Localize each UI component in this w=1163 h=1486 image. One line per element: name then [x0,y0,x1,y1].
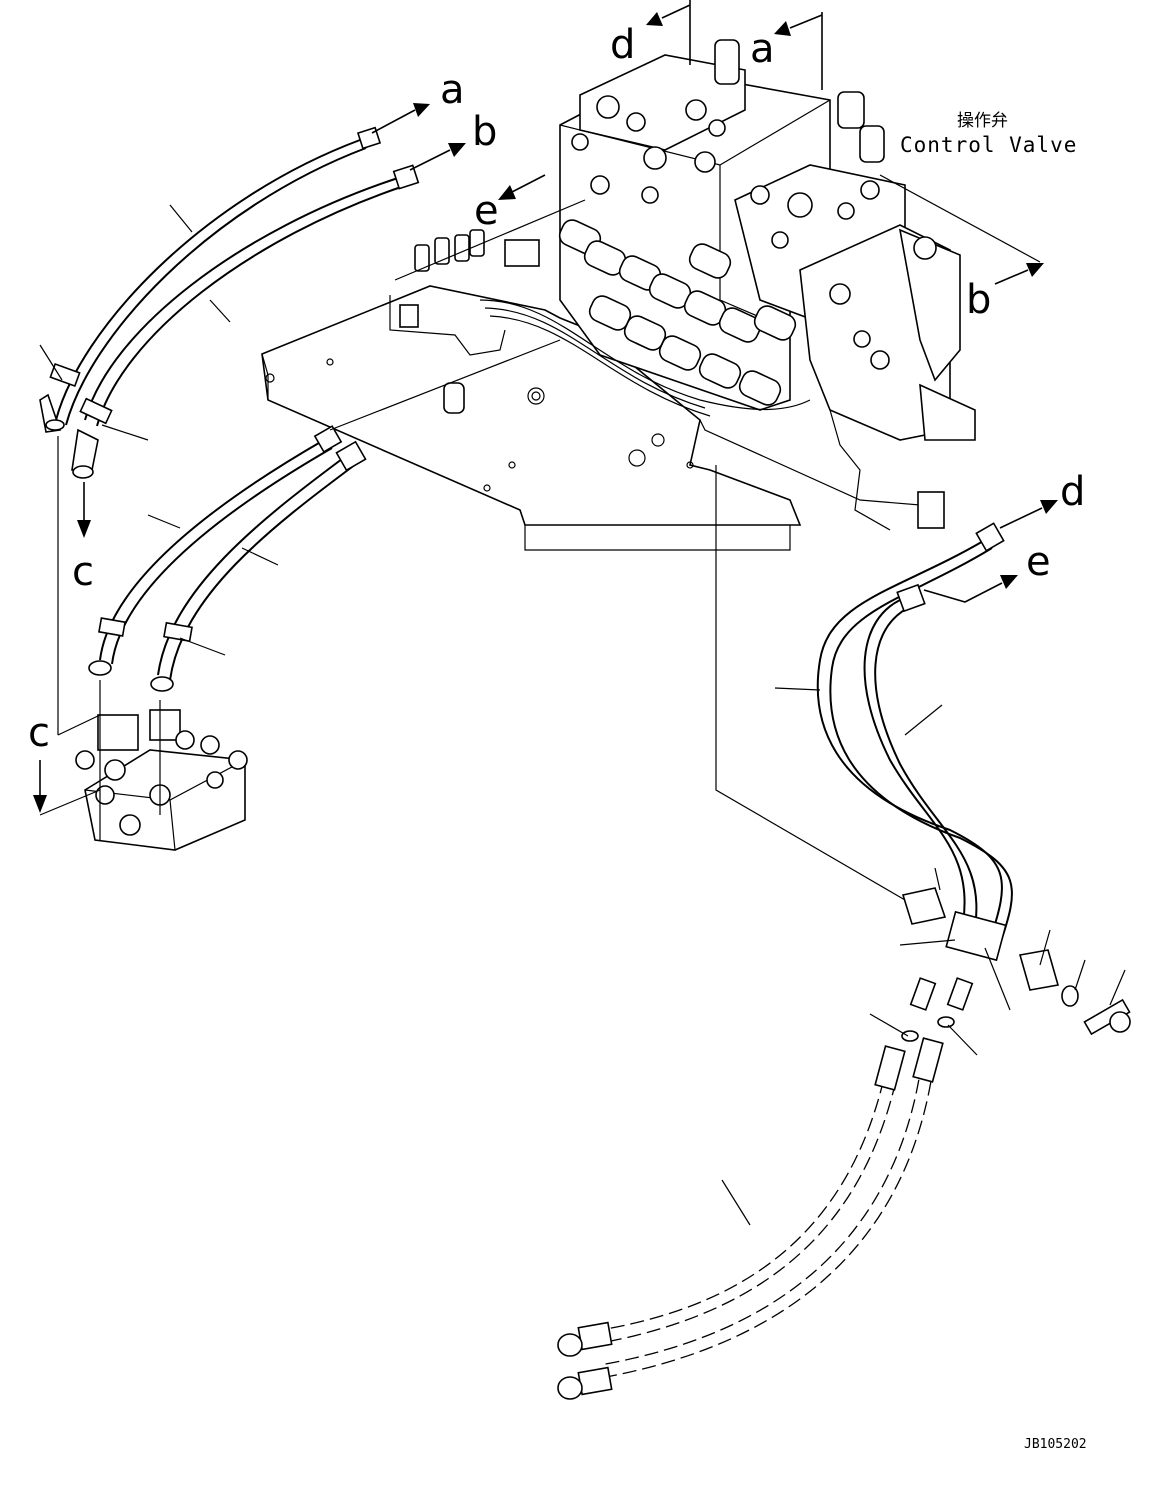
arrow-head-e-mid [498,185,516,200]
control-valve-label-jp: 操作弁 [957,111,1008,131]
arrow-head-b-left [448,143,466,157]
label-e-mid: e [474,188,499,234]
label-b-right: b [966,277,991,323]
label-d-top: d [610,22,635,68]
label-c-lower: c [28,710,50,756]
hose-lower-pair [557,1037,944,1400]
hose-clamp-assembly [901,887,1131,1042]
arrow-head-a-top [774,21,791,36]
arrow-head-d-top [646,12,663,26]
arrow-head-b-right [1026,263,1044,277]
hose-upper-a [39,126,382,433]
connector-cluster [414,229,540,272]
label-e-right: e [1026,539,1051,585]
label-c-upper: c [72,549,94,595]
arrow-head-a-left [413,103,430,117]
hose-middle-2 [150,440,367,692]
label-a-left: a [440,67,465,113]
control-valve-label-en: Control Valve [900,133,1077,157]
arrow-head-c-lower [33,795,47,813]
hose-middle-1 [88,425,343,676]
mounting-frame [261,285,926,551]
reference-arrows [33,0,1058,813]
label-a-top: a [750,26,775,72]
leader-lines [39,174,1126,1226]
hose-upper-b [71,164,420,479]
solenoid-bank [558,219,797,406]
label-d-right: d [1060,469,1085,515]
arrow-head-d-right [1040,500,1058,514]
hose-right-d [816,522,1013,945]
hose-right-e [863,583,978,945]
label-b-left: b [472,109,497,155]
drawing-code: JB105202 [1024,1437,1087,1452]
selector-valve-block [75,709,248,851]
control-valve-assembly [414,39,976,531]
arrow-head-c-upper [77,520,91,538]
arrow-head-e-right [1000,575,1018,589]
